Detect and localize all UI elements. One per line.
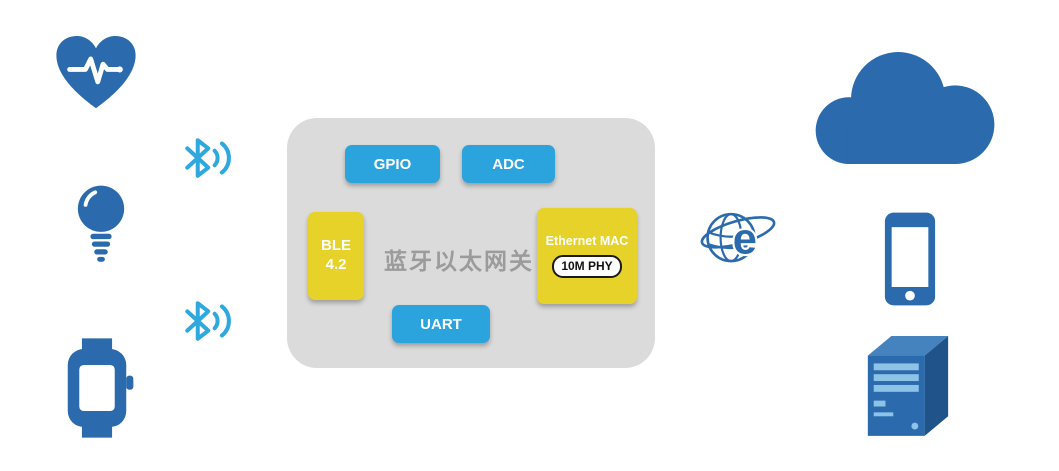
ble-block: BLE 4.2 — [308, 212, 364, 300]
heart-rate-icon — [52, 32, 140, 114]
adc-block: ADC — [462, 145, 555, 183]
phy-badge: 10M PHY — [552, 255, 622, 278]
adc-label: ADC — [492, 155, 525, 173]
ethernet-mac-label: Ethernet MAC — [545, 234, 629, 249]
light-bulb-icon — [74, 182, 128, 274]
uart-block: UART — [392, 305, 490, 343]
ethernet-mac-block: Ethernet MAC 10M PHY — [537, 208, 637, 304]
internet-globe-icon: e — [698, 196, 778, 274]
ble-label-line2: 4.2 — [325, 256, 347, 273]
gpio-block: GPIO — [345, 145, 440, 183]
cloud-icon — [798, 36, 1014, 182]
smartwatch-icon — [58, 336, 136, 440]
server-icon — [860, 326, 954, 440]
ble-label-line1: BLE — [321, 237, 351, 255]
gateway-title: 蓝牙以太网关 — [384, 248, 534, 274]
smartphone-icon — [882, 210, 938, 308]
gpio-label: GPIO — [373, 155, 412, 173]
uart-label: UART — [420, 315, 462, 333]
internet-e-letter: e — [733, 215, 757, 263]
bluetooth-icon — [176, 296, 234, 346]
bluetooth-icon — [176, 133, 234, 183]
gateway-block: GPIO ADC BLE 4.2 蓝牙以太网关 Ethernet MAC 10M… — [287, 118, 655, 368]
